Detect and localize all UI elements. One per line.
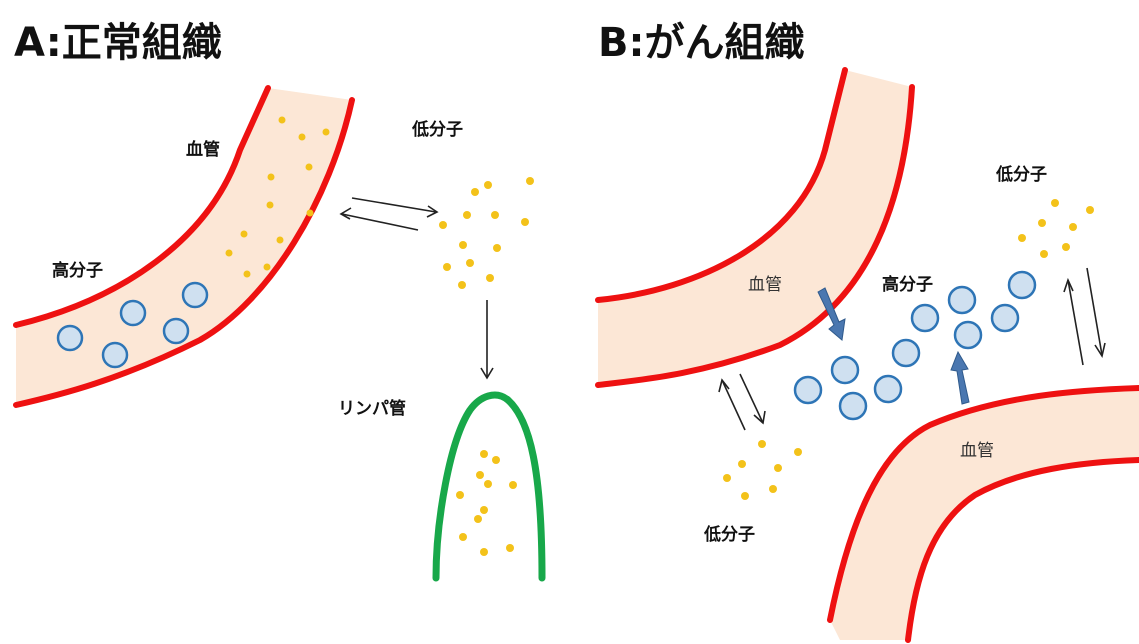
cancer-bottom-vessel-label: 血管 <box>960 441 994 461</box>
drainage-arrow <box>481 300 493 378</box>
high-molecule <box>955 322 981 348</box>
cancer-exchange-arrows-right <box>1064 268 1105 365</box>
high-molecule <box>1009 272 1035 298</box>
cancer-exchange-arrows-left <box>719 374 765 430</box>
leak-arrow-up <box>951 352 969 404</box>
high-molecule <box>121 301 145 325</box>
high-molecule <box>795 377 821 403</box>
high-molecule <box>58 326 82 350</box>
normal-exchange-arrows <box>341 198 437 230</box>
cancer-low-molecule-label-top: 低分子 <box>995 164 1047 185</box>
panel-b-title: B:がん組織 <box>598 20 804 66</box>
high-molecule <box>949 287 975 313</box>
cancer-high-molecule-label: 高分子 <box>882 274 933 295</box>
high-molecule <box>912 305 938 331</box>
cancer-top-vessel-label: 血管 <box>748 275 782 295</box>
high-molecule <box>103 343 127 367</box>
high-molecule <box>832 357 858 383</box>
cancer-blood-vessel-top <box>598 70 912 385</box>
lymph-low-molecules <box>456 450 517 556</box>
high-molecule <box>893 340 919 366</box>
panel-a-title: A:正常組織 <box>14 20 222 66</box>
normal-high-molecule-label: 高分子 <box>52 260 103 281</box>
cancer-low-molecules-bottom <box>723 440 802 500</box>
cancer-low-molecule-label-bottom: 低分子 <box>703 524 755 545</box>
lymph-vessel-label: リンパ管 <box>338 398 406 419</box>
high-molecule <box>164 319 188 343</box>
panel-cancer-tissue: B:がん組織 <box>598 20 1139 640</box>
normal-low-molecule-label: 低分子 <box>411 119 463 140</box>
normal-tissue-low-molecules <box>439 177 534 289</box>
high-molecule <box>875 376 901 402</box>
panel-normal-tissue: A:正常組織 <box>14 20 542 578</box>
cancer-blood-vessel-bottom <box>830 388 1139 640</box>
cancer-low-molecules-top <box>1018 199 1094 258</box>
high-molecule <box>992 305 1018 331</box>
high-molecule <box>840 393 866 419</box>
high-molecule <box>183 283 207 307</box>
normal-vessel-label: 血管 <box>186 139 220 160</box>
